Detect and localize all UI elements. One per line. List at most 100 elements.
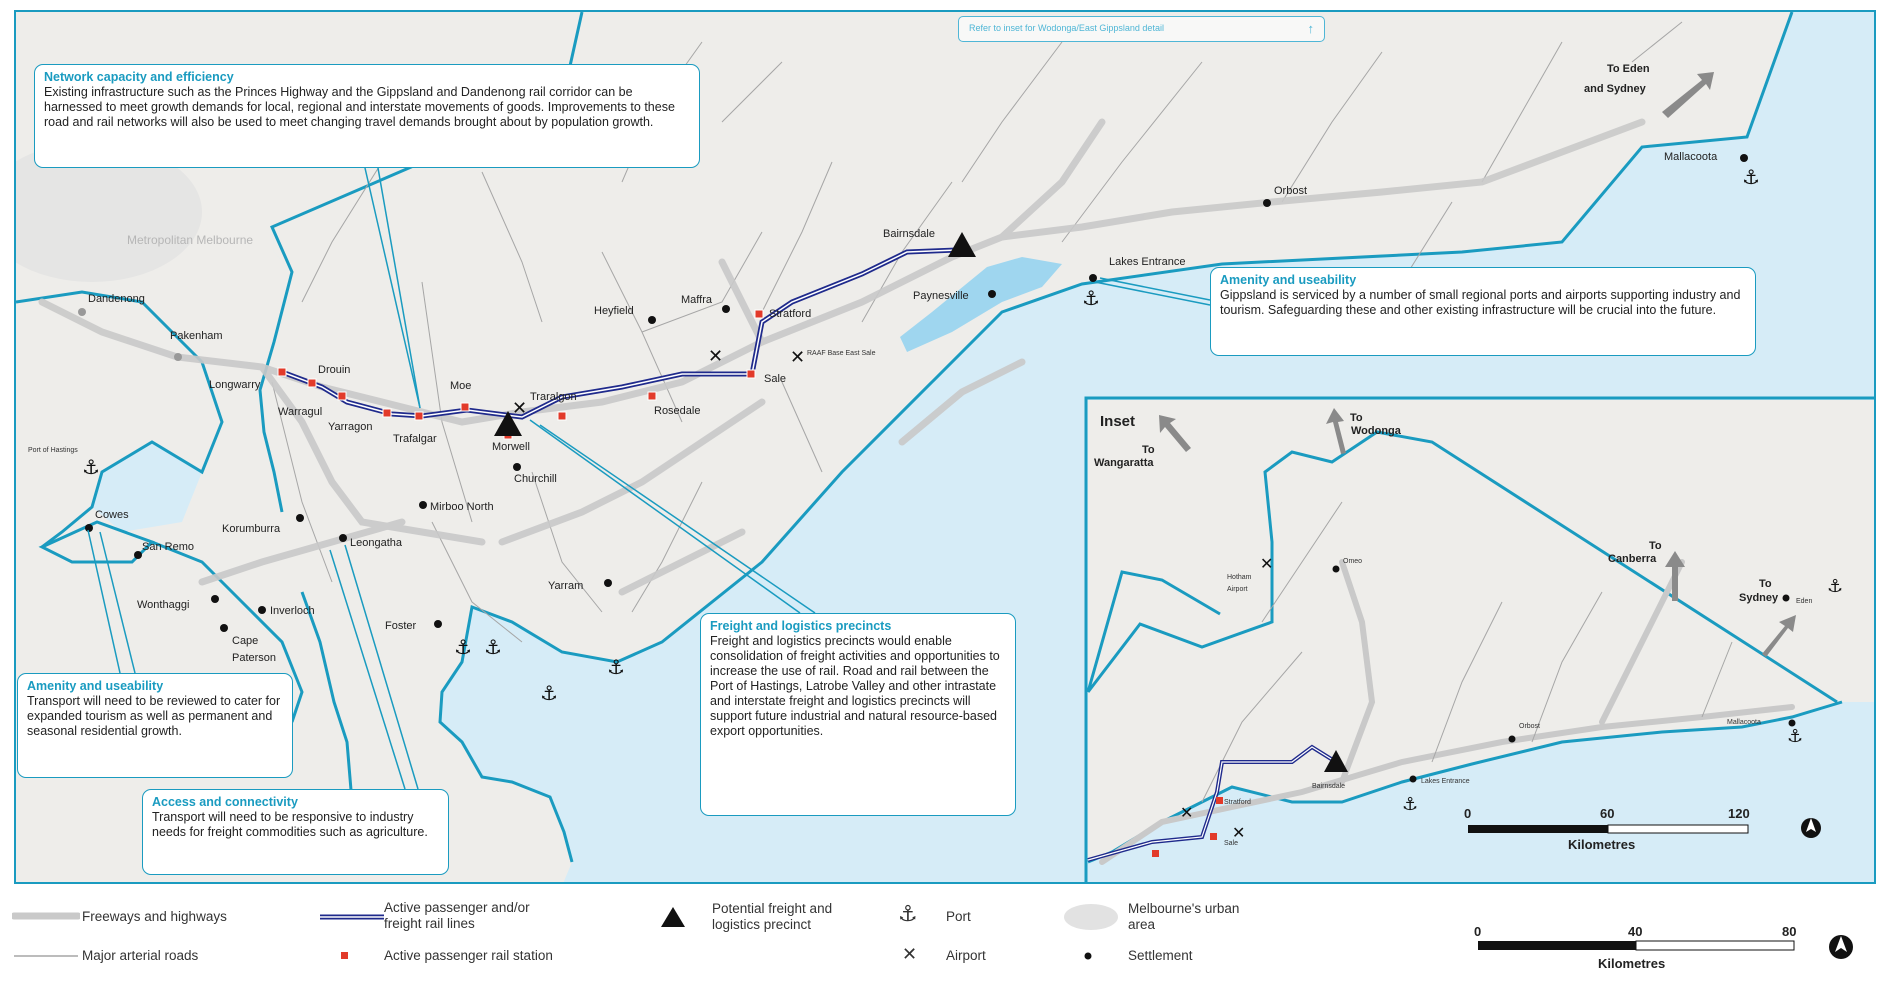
station-rosedale [647,391,657,401]
label-moe: Moe [450,380,471,392]
inset-to-4: To [1759,578,1772,590]
settlement-churchill [513,463,521,471]
label-cowes: Cowes [95,509,129,521]
inset-orbost: Orbost [1519,723,1540,730]
port-port-albert-icon: ⚓ [607,655,625,679]
callout-amenity-west-title: Amenity and useability [27,679,164,693]
inset-station-sale [1210,833,1217,840]
label-stratford: Stratford [769,308,811,320]
settlement-yarram [604,579,612,587]
legend-rail-2: freight rail lines [384,916,475,931]
callout-amenity-east-body: Gippsland is serviced by a number of sma… [1220,288,1741,317]
callout-access-title: Access and connectivity [152,795,298,809]
inset-sydney: Sydney [1739,592,1779,604]
to-eden-arrow-icon [1662,72,1714,118]
settlement-orbost [1263,199,1271,207]
inset-reference-text: Refer to inset for Wodonga/East Gippslan… [969,23,1164,33]
callout-freight-title: Freight and logistics precincts [710,619,892,633]
inset-settlement-omeo [1332,565,1340,573]
label-san-remo: San Remo [142,541,194,553]
main-scale-40: 40 [1628,924,1642,939]
label-paynesville: Paynesville [913,290,969,302]
inset-to-2: To [1350,412,1363,424]
label-heyfield: Heyfield [594,305,634,317]
label-churchill: Churchill [514,473,557,485]
inset-airport-hotham-icon: ✕ [1260,554,1273,573]
legend-arterial: Major arterial roads [82,948,199,963]
inset-scale-0: 0 [1464,806,1471,821]
inset-bairnsdale: Bairnsdale [1312,783,1345,790]
callout-access-body: Transport will need to be responsive to … [152,810,428,839]
label-raaf: RAAF Base East Sale [807,350,876,357]
callout-amenity-west-body: Transport will need to be reviewed to ca… [27,694,281,738]
label-yarragon: Yarragon [328,421,372,433]
station-sale [746,369,756,379]
inset-reference-link[interactable]: Refer to inset for Wodonga/East Gippslan… [958,16,1325,42]
callout-access-connectivity: Access and connectivity Transport will n… [142,789,449,875]
legend-precinct-1: Potential freight and [712,901,833,916]
legend-airport: Airport [946,948,986,963]
inset-stratford: Stratford [1224,799,1251,806]
label-warragul: Warragul [278,406,322,418]
inset-wodonga: Wodonga [1351,425,1402,437]
station-traralgon [557,411,567,421]
label-rosedale: Rosedale [654,405,700,417]
inset-scale-120: 120 [1728,806,1750,821]
airport-west-sale-icon: ✕ [708,346,723,367]
legend-port: Port [946,909,971,924]
inset-scale-bar: 0 60 120 Kilometres [1464,806,1750,852]
legend-settlement-symbol [1084,952,1092,960]
label-maffra: Maffra [681,294,713,306]
legend-precinct-icon [661,907,685,927]
legend-freeways: Freeways and highways [82,909,227,924]
legend-settlement: Settlement [1128,948,1193,963]
inset-lakes: Lakes Entrance [1421,778,1470,785]
legend-station-symbol [341,952,348,959]
inset-to-1: To [1142,444,1155,456]
label-inverloch: Inverloch [270,605,315,617]
inset-settlement-lakes [1409,775,1417,783]
settlement-inverloch [258,606,266,614]
legend: Freeways and highways Major arterial roa… [0,890,1890,1003]
airports: ✕ ✕ ✕ [512,346,805,419]
label-orbost: Orbost [1274,185,1307,197]
station-trafalgar [414,411,424,421]
airport-latrobe-icon: ✕ [512,398,527,419]
label-leongatha: Leongatha [350,537,403,549]
inset-canberra: Canberra [1608,553,1657,565]
legend-precinct-2: logistics precinct [712,917,812,932]
inset-region-boundary [1086,430,1838,704]
label-foster: Foster [385,620,417,632]
inset-port-eden-icon: ⚓ [1827,576,1843,597]
western-port [92,442,202,532]
callout-amenity-west: Amenity and useability Transport will ne… [17,673,293,778]
inset-station-west [1152,850,1159,857]
settlement-lakes-entrance [1089,274,1097,282]
label-lakes-entrance: Lakes Entrance [1109,256,1185,268]
inset-panel: ✕ ✕ ✕ ⚓ ⚓ ⚓ Inset To Wangaratta To Wodon… [1084,396,1874,882]
inset-eden: Eden [1796,598,1812,605]
settlement-dandenong [78,308,86,316]
inset-arrow-wodonga-icon [1326,408,1346,454]
callout-freight-body: Freight and logistics precincts would en… [710,634,1000,738]
settlement-wonthaggi [211,595,219,603]
freight-precincts [494,232,976,436]
label-dandenong: Dandenong [88,293,145,305]
port-lakes-entrance-icon: ⚓ [1082,286,1100,310]
inset-north-arrow-icon [1801,818,1821,838]
settlement-leongatha [339,534,347,542]
legend-rail-symbol [320,914,384,920]
precinct-bairnsdale-icon [948,232,976,257]
settlement-pakenham [174,353,182,361]
gippsland-lakes [900,257,1062,352]
inset-airport-raaf-icon: ✕ [1232,823,1245,842]
legend-airport-icon: ✕ [902,944,918,965]
label-mallacoota: Mallacoota [1664,151,1718,163]
airport-raaf-icon: ✕ [790,347,805,368]
station-moe [460,402,470,412]
settlement-mallacoota [1740,154,1748,162]
settlement-cape-paterson [220,624,228,632]
land-mass-east [260,12,1792,882]
label-sale: Sale [764,373,786,385]
main-scale-80: 80 [1782,924,1796,939]
